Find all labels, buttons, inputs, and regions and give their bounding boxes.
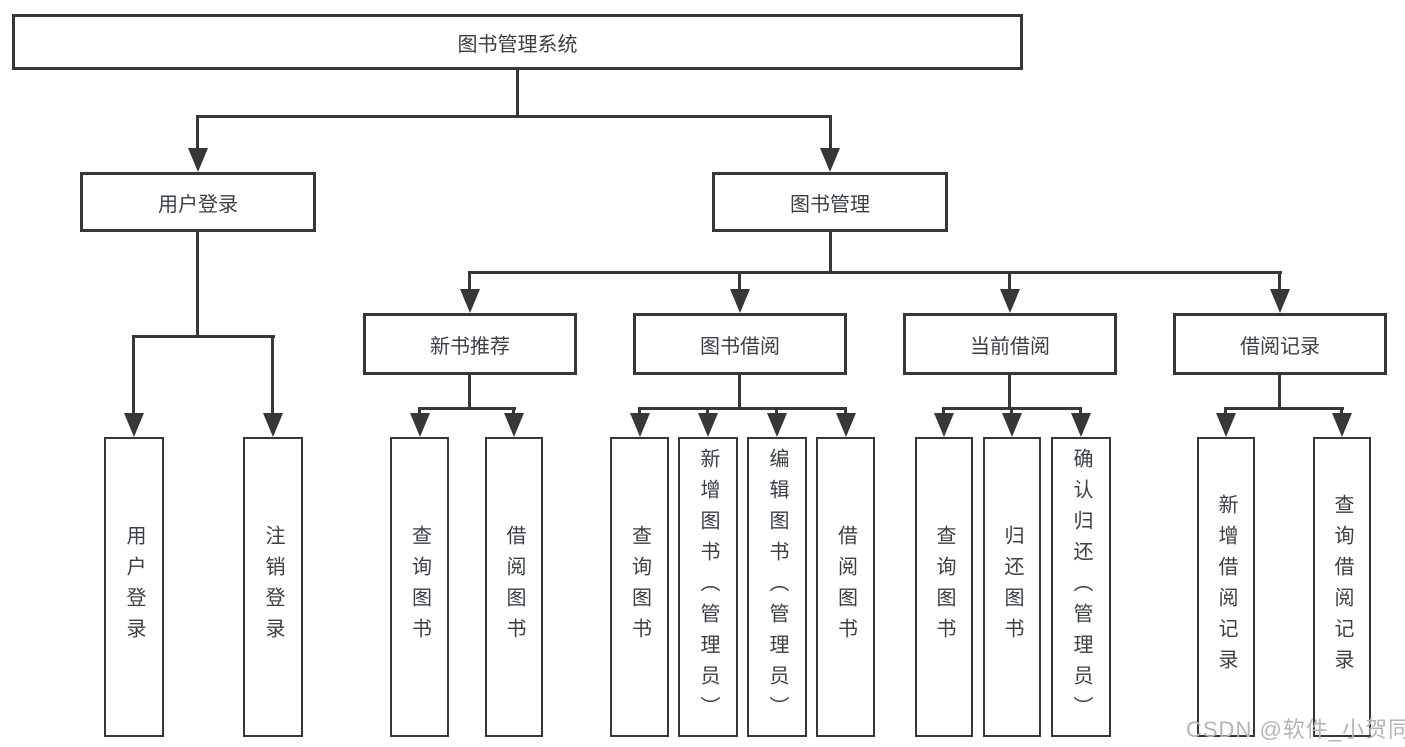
leaf-query-books-recommend: 查询图书 bbox=[390, 437, 449, 737]
leaf-query-borrow-record: 查询借阅记录 bbox=[1313, 437, 1371, 737]
connector-user-login-bus bbox=[132, 335, 275, 338]
leaf-edit-books-admin: 编辑图书（管理员） bbox=[747, 437, 807, 737]
node-label: 用户登录 bbox=[158, 193, 238, 216]
node-label: 图书管理系统 bbox=[457, 33, 578, 56]
leaf-borrow-books-recommend: 借阅图书 bbox=[485, 437, 543, 737]
leaf-add-borrow-record: 新增借阅记录 bbox=[1197, 437, 1255, 737]
connector-stub bbox=[132, 335, 135, 417]
node-new-book-recommendation: 新书推荐 bbox=[363, 313, 577, 375]
connector-user-login-stem bbox=[196, 232, 199, 338]
node-label: 新书推荐 bbox=[430, 335, 510, 358]
connector-stub bbox=[468, 271, 471, 293]
node-label: 图书借阅 bbox=[700, 335, 780, 358]
leaf-return-books: 归还图书 bbox=[983, 437, 1041, 737]
connector-book-management-bus bbox=[468, 271, 1282, 274]
node-user-login: 用户登录 bbox=[80, 172, 316, 232]
connector-stub bbox=[738, 271, 741, 293]
arrowhead-down-icon bbox=[730, 289, 750, 313]
node-label: 图书管理 bbox=[790, 193, 870, 216]
arrowhead-down-icon bbox=[124, 413, 144, 437]
leaf-query-books-borrow: 查询图书 bbox=[610, 437, 669, 737]
arrowhead-down-icon bbox=[767, 413, 787, 437]
connector-stem bbox=[1278, 375, 1281, 410]
leaf-label: 借阅图书 bbox=[503, 525, 525, 649]
connector-root-bus bbox=[196, 115, 832, 118]
leaf-label: 查询借阅记录 bbox=[1331, 494, 1353, 680]
leaf-label: 新增借阅记录 bbox=[1215, 494, 1237, 680]
leaf-borrow-books: 借阅图书 bbox=[816, 437, 875, 737]
node-library-management-system: 图书管理系统 bbox=[12, 14, 1023, 70]
connector-stem bbox=[1008, 375, 1011, 410]
connector-stub bbox=[196, 115, 199, 153]
connector-root-stem bbox=[516, 70, 519, 118]
node-borrowing-records: 借阅记录 bbox=[1173, 313, 1387, 375]
leaf-label: 查询图书 bbox=[933, 525, 955, 649]
connector-stub bbox=[271, 335, 274, 417]
arrowhead-down-icon bbox=[1270, 289, 1290, 313]
connector-stub bbox=[1278, 271, 1281, 293]
leaf-add-books-admin: 新增图书（管理员） bbox=[678, 437, 738, 737]
leaf-label: 确认归还（管理员） bbox=[1070, 447, 1092, 727]
arrowhead-down-icon bbox=[1332, 413, 1352, 437]
connector-bus bbox=[418, 407, 516, 410]
connector-book-management-stem bbox=[829, 232, 832, 274]
leaf-user-login: 用户登录 bbox=[104, 437, 164, 737]
arrowhead-down-icon bbox=[1002, 413, 1022, 437]
arrowhead-down-icon bbox=[410, 413, 430, 437]
leaf-label: 用户登录 bbox=[123, 525, 145, 649]
connector-stem bbox=[468, 375, 471, 410]
connector-stub bbox=[829, 115, 832, 153]
leaf-confirm-return-admin: 确认归还（管理员） bbox=[1051, 437, 1111, 737]
node-current-borrowing: 当前借阅 bbox=[903, 313, 1117, 375]
arrowhead-down-icon bbox=[1216, 413, 1236, 437]
arrowhead-down-icon bbox=[934, 413, 954, 437]
node-label: 借阅记录 bbox=[1240, 335, 1320, 358]
node-book-management: 图书管理 bbox=[712, 172, 948, 232]
node-book-borrowing: 图书借阅 bbox=[633, 313, 847, 375]
leaf-label: 新增图书（管理员） bbox=[697, 447, 719, 727]
leaf-label: 编辑图书（管理员） bbox=[766, 447, 788, 727]
leaf-label: 借阅图书 bbox=[834, 525, 857, 649]
arrowhead-down-icon bbox=[1071, 413, 1091, 437]
connector-stem bbox=[738, 375, 741, 410]
arrowhead-down-icon bbox=[263, 413, 283, 437]
leaf-label: 查询图书 bbox=[628, 525, 651, 649]
leaf-label: 注销登录 bbox=[262, 525, 284, 649]
csdn-watermark: CSDN @软件_小贺同学 bbox=[1186, 717, 1405, 742]
connector-bus bbox=[1224, 407, 1344, 410]
leaf-label: 归还图书 bbox=[1001, 525, 1023, 649]
connector-stub bbox=[1008, 271, 1011, 293]
arrowhead-down-icon bbox=[504, 413, 524, 437]
arrowhead-down-icon bbox=[460, 289, 480, 313]
leaf-query-books-current: 查询图书 bbox=[915, 437, 973, 737]
arrowhead-down-icon bbox=[820, 148, 840, 172]
arrowhead-down-icon bbox=[1000, 289, 1020, 313]
connector-bus bbox=[638, 407, 847, 410]
arrowhead-down-icon bbox=[836, 413, 856, 437]
arrowhead-down-icon bbox=[698, 413, 718, 437]
leaf-logout: 注销登录 bbox=[243, 437, 303, 737]
arrowhead-down-icon bbox=[630, 413, 650, 437]
leaf-label: 查询图书 bbox=[408, 525, 431, 649]
arrowhead-down-icon bbox=[188, 148, 208, 172]
node-label: 当前借阅 bbox=[970, 335, 1050, 358]
